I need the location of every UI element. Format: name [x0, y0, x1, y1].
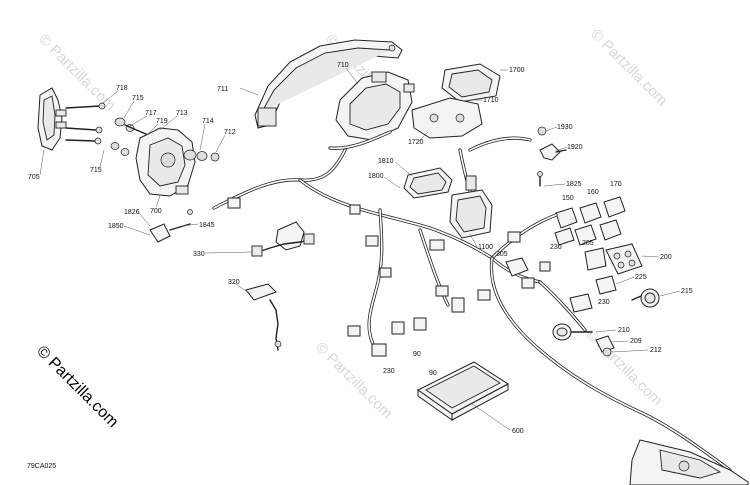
callout-209: 209: [630, 338, 642, 345]
diagram-code: 79CA025: [27, 463, 56, 470]
switch-230-right: [569, 293, 593, 313]
callout-715-bottom: 715: [90, 167, 102, 174]
callout-330: 330: [193, 251, 205, 258]
callout-230-right: 230: [598, 299, 610, 306]
callout-305: 305: [496, 251, 508, 258]
callout-90-right: 90: [429, 370, 437, 377]
callout-205: 205: [582, 240, 594, 247]
callout-1826: 1826: [124, 209, 140, 216]
callout-170: 170: [610, 181, 622, 188]
module-1810: [403, 167, 453, 199]
watermark-layer: © Partzilla.com © Partzilla.com © Partzi…: [35, 26, 670, 422]
sensor-1930: [537, 126, 547, 136]
callout-320: 320: [228, 279, 240, 286]
callout-215: 215: [681, 288, 693, 295]
callout-711: 711: [217, 86, 228, 93]
harness-330: [251, 221, 315, 257]
callout-1845: 1845: [199, 222, 215, 229]
callout-600: 600: [512, 428, 524, 435]
callout-150: 150: [562, 195, 574, 202]
callout-1810: 1810: [378, 158, 394, 165]
connector-305: [505, 257, 529, 277]
ecu-box-1700: [441, 63, 501, 103]
callout-717: 717: [145, 110, 157, 117]
callout-labels: 711 710 1700 1710 718 715 717 713 719 71…: [28, 62, 693, 435]
callout-1720: 1720: [408, 139, 424, 146]
instrument-cluster-600: [417, 361, 509, 421]
bolts-715-718: [65, 102, 106, 145]
callout-1710: 1710: [483, 97, 499, 104]
switch-panel-205: [584, 247, 607, 271]
callout-713: 713: [176, 110, 188, 117]
bracket-1710: [411, 97, 483, 139]
callout-1850: 1850: [108, 223, 124, 230]
callout-700: 700: [150, 208, 162, 215]
callout-710: 710: [337, 62, 349, 69]
callout-715-top: 715: [132, 95, 144, 102]
watermark-bottom-left: © Partzilla.com: [33, 343, 121, 431]
callout-714: 714: [202, 118, 214, 125]
bolt-1825: [537, 171, 543, 187]
washers-713-714-712: [183, 149, 220, 162]
callout-230-upper: 230: [550, 244, 562, 251]
mirror-bracket-705: [37, 87, 67, 151]
callout-1100: 1100: [478, 244, 493, 251]
housing-710: [335, 71, 415, 141]
switch-225: [595, 275, 617, 295]
mirror-module-700: [135, 127, 196, 197]
key-switch-209-212: [595, 335, 615, 357]
callout-212: 212: [650, 347, 662, 354]
sensor-1826-1850: [149, 209, 193, 243]
callout-712: 712: [224, 129, 236, 136]
watermark-top-right: © Partzilla.com: [587, 26, 670, 109]
watermark-bottom-right: © Partzilla.com: [582, 326, 665, 409]
switch-block-200: [605, 243, 643, 275]
callout-210: 210: [618, 327, 630, 334]
washers-717-719: [110, 117, 149, 156]
callout-90-left: 90: [413, 351, 421, 358]
callout-1800: 1800: [368, 173, 384, 180]
callout-1700: 1700: [509, 67, 525, 74]
harness-connectors: [227, 197, 551, 357]
sensor-1920: [539, 143, 567, 161]
callout-719: 719: [156, 118, 168, 125]
fuse-box-1100: [449, 175, 493, 239]
callout-160: 160: [587, 189, 599, 196]
callout-1825: 1825: [566, 181, 582, 188]
callout-200: 200: [660, 254, 672, 261]
cover-711: [254, 39, 403, 129]
callout-225: 225: [635, 274, 647, 281]
switches-150-160-170: [554, 196, 626, 246]
main-wiring-harness: [212, 130, 732, 472]
bracket-320: [245, 283, 282, 351]
callout-230-bottom: 230: [383, 368, 395, 375]
leader-lines: [39, 67, 681, 431]
socket-215: [631, 288, 660, 308]
callout-718: 718: [116, 85, 128, 92]
callout-705: 705: [28, 174, 40, 181]
callout-1920: 1920: [567, 144, 583, 151]
socket-210: [552, 323, 593, 341]
frame-bottom-right: [629, 439, 749, 485]
callout-1930: 1930: [557, 124, 573, 131]
